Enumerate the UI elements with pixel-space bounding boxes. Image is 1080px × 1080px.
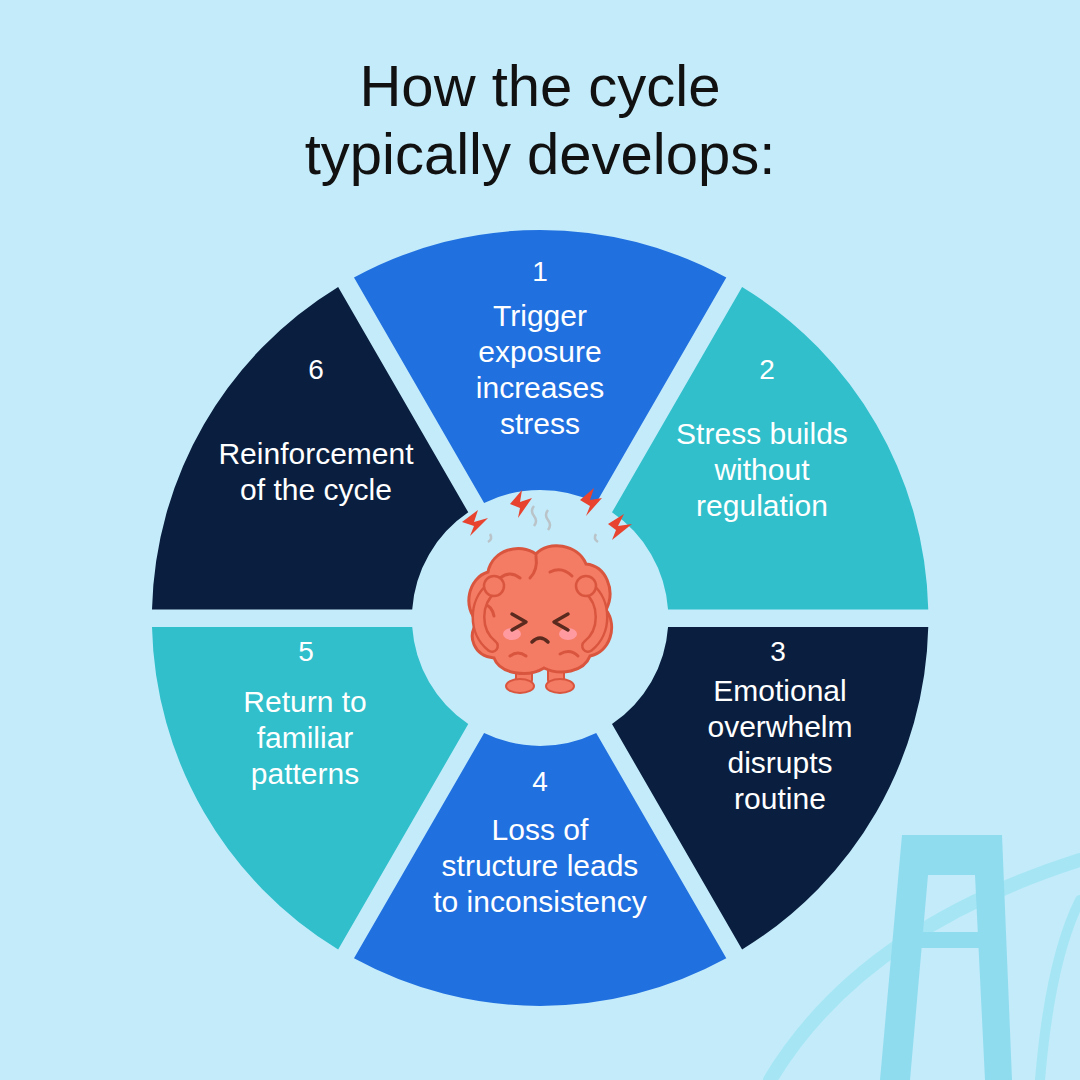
segment-wedge <box>152 627 468 949</box>
step-number: 3 <box>770 636 786 668</box>
stress-squiggles <box>488 506 598 542</box>
brain-face <box>503 614 577 642</box>
step-number: 5 <box>298 636 314 668</box>
step-text: Stress builds without regulation <box>662 416 862 524</box>
step-text: Reinforcement of the cycle <box>208 436 423 508</box>
cycle-segment: 6Reinforcement of the cycle <box>152 287 468 609</box>
lightning-bolts <box>462 488 632 540</box>
bridge-cable <box>1040 900 1080 1080</box>
step-number: 4 <box>532 766 548 798</box>
brain-body <box>469 546 612 674</box>
diagram-title: How the cycle typically develops: <box>275 52 805 188</box>
brain-arms <box>479 576 602 646</box>
segment-wedge <box>152 287 468 609</box>
cycle-segment: 2Stress builds without regulation <box>612 287 928 609</box>
segment-wedge <box>612 287 928 609</box>
step-text: Emotional overwhelm disrupts routine <box>692 673 867 817</box>
step-number: 6 <box>308 354 324 386</box>
bridge-tower <box>880 835 1012 1080</box>
step-text: Trigger exposure increases stress <box>455 298 625 442</box>
cycle-segment: 5Return to familiar patterns <box>152 627 468 949</box>
step-text: Return to familiar patterns <box>225 684 385 792</box>
step-text: Loss of structure leads to inconsistency <box>431 812 649 920</box>
brain-folds <box>484 556 596 656</box>
step-number: 1 <box>532 256 548 288</box>
step-number: 2 <box>759 354 775 386</box>
bridge-crossbar <box>905 932 985 948</box>
brain-legs <box>506 660 574 693</box>
